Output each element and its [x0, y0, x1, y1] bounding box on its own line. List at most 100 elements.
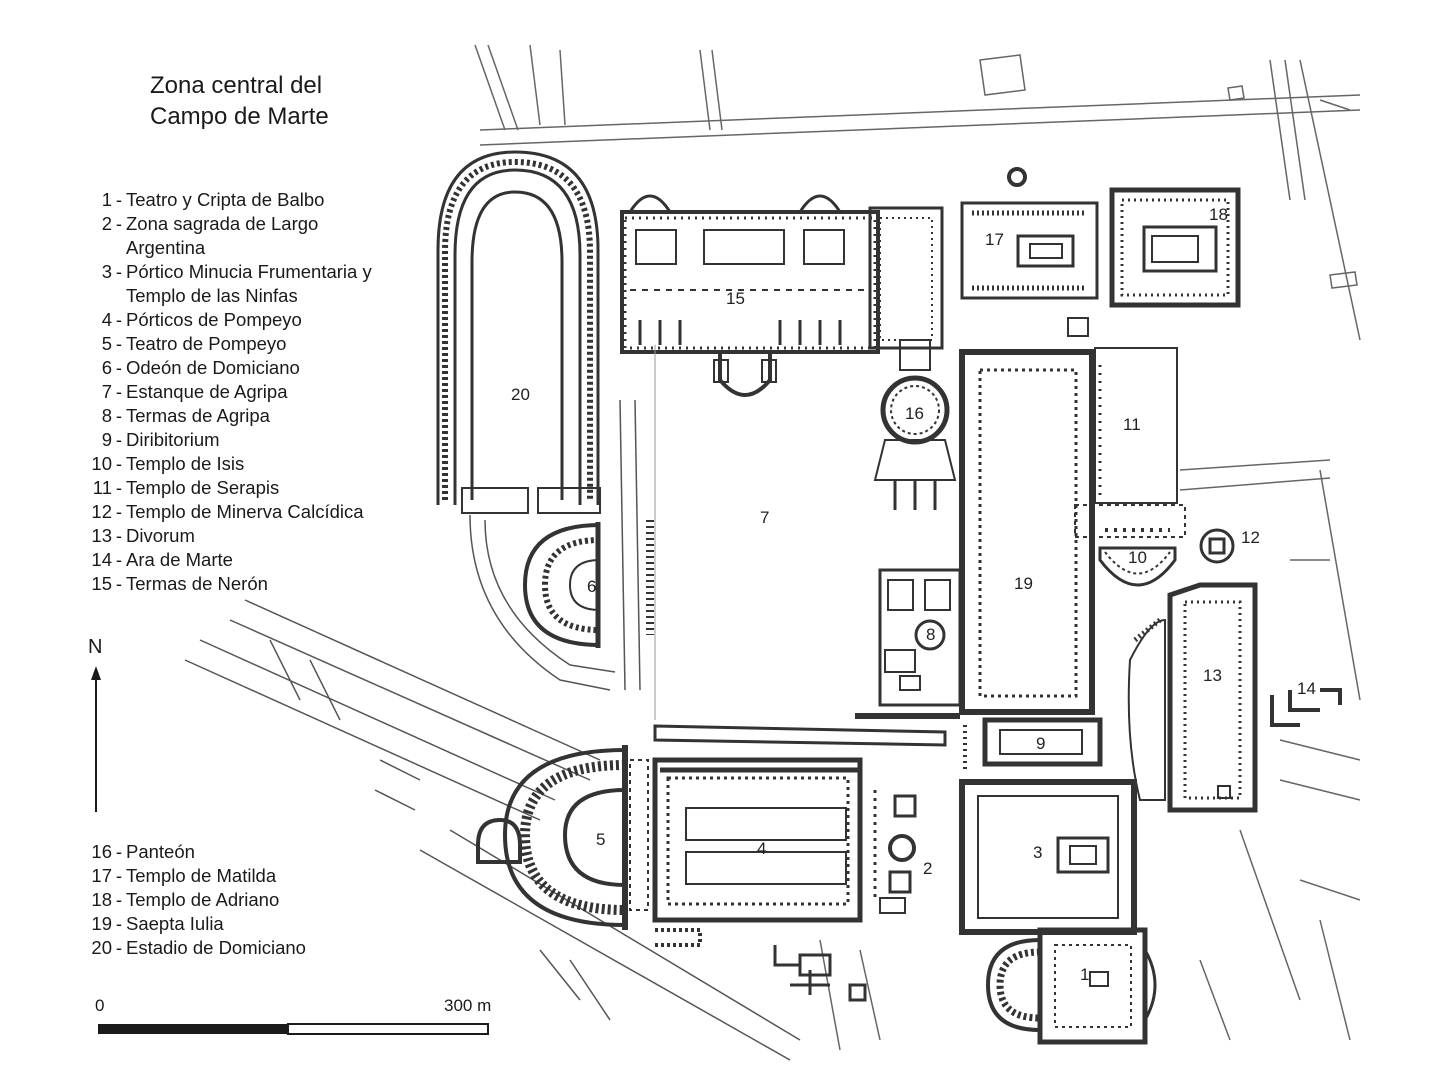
baths-of-nero [620, 194, 880, 397]
ara-martis [1270, 688, 1342, 727]
legend-item-number: 13 [91, 525, 112, 546]
legend-item-label: Divorum [126, 525, 195, 546]
legend-item-label: Ara de Marte [126, 549, 233, 570]
legend-item-number: 16 [91, 841, 112, 862]
legend-item-label-continued: Templo de las Ninfas [126, 285, 298, 306]
temple-of-serapis [1094, 347, 1178, 504]
baths-of-agrippa [855, 568, 962, 719]
legend-item-number: 14 [91, 549, 112, 570]
legend-item-label: Estanque de Agripa [126, 381, 288, 402]
legend-item-label: Zona sagrada de Largo [126, 213, 319, 234]
map-label-9: 9 [1036, 734, 1045, 753]
legend-item-number: 10 [91, 453, 112, 474]
temple-of-matidia [960, 167, 1099, 337]
legend-item-label: Pórticos de Pompeyo [126, 309, 302, 330]
map-label-20: 20 [511, 385, 530, 404]
legend-item: 15-Termas de Nerón [76, 572, 372, 596]
legend-item-number: 19 [91, 913, 112, 934]
legend-separator: - [115, 525, 123, 546]
legend-item-label: Panteón [126, 841, 195, 862]
legend-item: 16-Panteón [76, 840, 306, 864]
legend-item-label: Teatro de Pompeyo [126, 333, 287, 354]
legend-item-label: Templo de Minerva Calcídica [126, 501, 364, 522]
north-arrow-icon [91, 666, 101, 812]
temple-of-isis [1098, 528, 1177, 587]
map-label-2: 2 [923, 859, 932, 878]
divorum [1167, 582, 1258, 813]
hatched-area [1127, 618, 1166, 801]
map-title: Zona central del Campo de Marte [150, 70, 329, 132]
map-label-16: 16 [905, 404, 924, 423]
map-title-line-2: Campo de Marte [150, 103, 329, 130]
scale-bar [98, 1023, 489, 1035]
legend-item-number: 20 [91, 937, 112, 958]
legend-item-label: Templo de Matilda [126, 865, 277, 886]
stadium-of-domitian [436, 150, 601, 514]
legend-separator: - [115, 429, 123, 450]
legend-item: 10-Templo de Isis [76, 452, 372, 476]
legend-separator: - [115, 261, 123, 282]
temple-of-hadrian [1109, 187, 1241, 308]
legend-separator: - [115, 549, 123, 570]
legend-separator: - [115, 889, 123, 910]
legend-item: 12-Templo de Minerva Calcídica [76, 500, 372, 524]
street-lines-north [474, 44, 1361, 341]
legend-item-number: 15 [91, 573, 112, 594]
legend-separator: - [115, 913, 123, 934]
pantheon [873, 339, 957, 510]
legend-item-label: Termas de Nerón [126, 573, 268, 594]
map-label-1: 1 [1080, 965, 1089, 984]
map-label-3: 3 [1033, 843, 1042, 862]
map-label-19: 19 [1014, 574, 1033, 593]
legend-item: 5-Teatro de Pompeyo [76, 332, 372, 356]
legend-item-label: Pórtico Minucia Frumentaria y [126, 261, 372, 282]
theatre-and-crypta-balbi [985, 927, 1157, 1045]
north-label: N [88, 636, 103, 658]
legend-item: 8-Termas de Agripa [76, 404, 372, 428]
map-title-line-1: Zona central del [150, 72, 323, 99]
legend-item-number: 11 [92, 477, 112, 498]
legend-item-number: 12 [91, 501, 112, 522]
map-label-18: 18 [1209, 205, 1228, 224]
legend-item-label: Teatro y Cripta de Balbo [126, 189, 325, 210]
legend-item-label: Templo de Isis [126, 453, 245, 474]
legend-separator: - [115, 405, 123, 426]
legend-separator: - [115, 213, 123, 234]
legend-separator: - [115, 865, 123, 886]
street-lines-east [819, 459, 1361, 1051]
scale-start-label: 0 [95, 996, 105, 1015]
theatre-of-pompey [476, 745, 649, 930]
largo-argentina [873, 790, 917, 914]
legend-item: 19-Saepta Iulia [76, 912, 306, 936]
legend-item-label-continued: Argentina [126, 237, 206, 258]
legend-separator: - [115, 937, 123, 958]
legend-item-number: 9 [101, 429, 112, 450]
porticus-minucia [959, 779, 1137, 935]
street-lines-southwest [184, 399, 801, 1061]
legend-item: 18-Templo de Adriano [76, 888, 306, 912]
legend-separator: - [115, 573, 123, 594]
legend-separator: - [115, 381, 123, 402]
legend-separator: - [115, 501, 123, 522]
legend-item-number: 8 [101, 405, 112, 426]
map-label-15: 15 [726, 289, 745, 308]
map-label-13: 13 [1203, 666, 1222, 685]
legend-item: 1-Teatro y Cripta de Balbo [76, 188, 372, 212]
legend-item-label: Estadio de Domiciano [126, 937, 306, 958]
legend-item: 6-Odeón de Domiciano [76, 356, 372, 380]
misc-south-structures [773, 945, 867, 1002]
legend-item: 2-Zona sagrada de Largo [76, 212, 372, 236]
porticus-of-pompey [652, 757, 863, 947]
diribitorium [963, 717, 1103, 770]
legend-item-label: Saepta Iulia [126, 913, 224, 934]
legend-item-number: 7 [101, 381, 112, 402]
legend-item-number: 17 [91, 865, 112, 886]
temple-of-minerva-chalcidica [1199, 528, 1235, 564]
map-label-5: 5 [596, 830, 605, 849]
legend-item-number: 3 [101, 261, 112, 282]
legend-item: 4-Pórticos de Pompeyo [76, 308, 372, 332]
legend-item-number: 1 [101, 189, 112, 210]
